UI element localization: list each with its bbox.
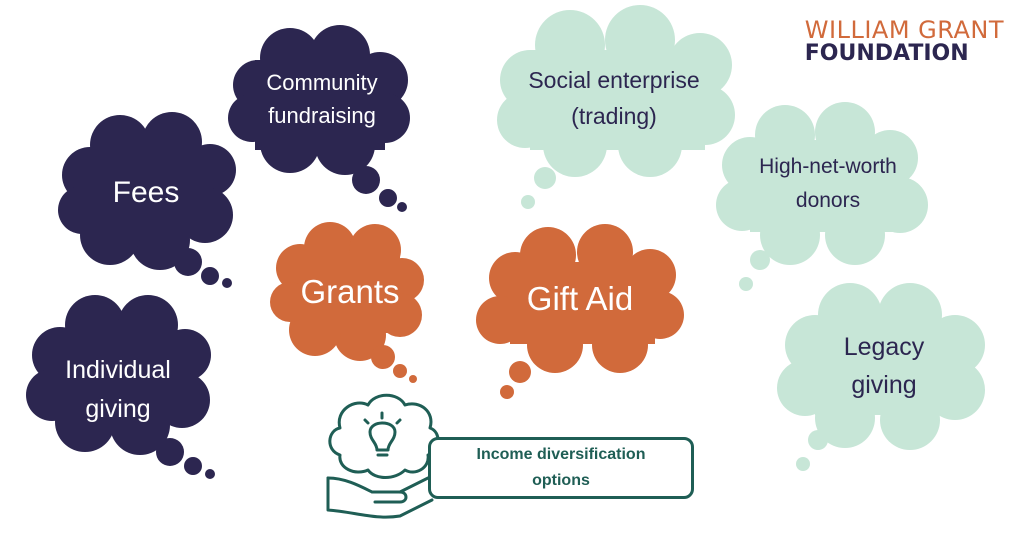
cloud-social-line1: Social enterprise: [528, 67, 699, 93]
cloud-legacy-line2: giving: [851, 371, 916, 399]
cloud-fees-label: Fees: [113, 176, 180, 209]
cloud-grants: [270, 222, 424, 383]
cloud-gift-aid: [476, 224, 684, 399]
income-diversification-text: Income diversification options: [476, 446, 646, 489]
cloud-community-line2: fundraising: [268, 103, 376, 128]
cloud-high-net-worth: [716, 102, 928, 291]
william-grant-foundation-logo: WILLIAM GRANT FOUNDATION: [805, 18, 1004, 65]
cloud-social-enterprise: [497, 5, 735, 209]
cloud-individual-line1: Individual: [65, 356, 171, 384]
cloud-hnw-line2: donors: [796, 189, 860, 212]
cloud-gift-aid-label: Gift Aid: [527, 280, 633, 317]
income-diversification-label: Income diversification options: [428, 437, 694, 499]
cloud-legacy-line1: Legacy: [844, 333, 925, 361]
cloud-individual-line2: giving: [85, 395, 150, 423]
cloud-individual-giving: [26, 295, 215, 479]
cloud-community-line1: Community: [266, 70, 377, 95]
idea-hand-icon: [326, 393, 440, 519]
cloud-fees: [58, 112, 236, 288]
cloud-grants-label: Grants: [300, 273, 399, 310]
cloud-community-fundraising: [228, 25, 410, 212]
cloud-hnw-line1: High-net-worth: [759, 155, 897, 178]
logo-line1: WILLIAM GRANT: [804, 16, 1004, 44]
cloud-legacy-giving: [777, 283, 985, 471]
logo-line2: FOUNDATION: [804, 41, 969, 66]
cloud-social-line2: (trading): [571, 103, 657, 129]
